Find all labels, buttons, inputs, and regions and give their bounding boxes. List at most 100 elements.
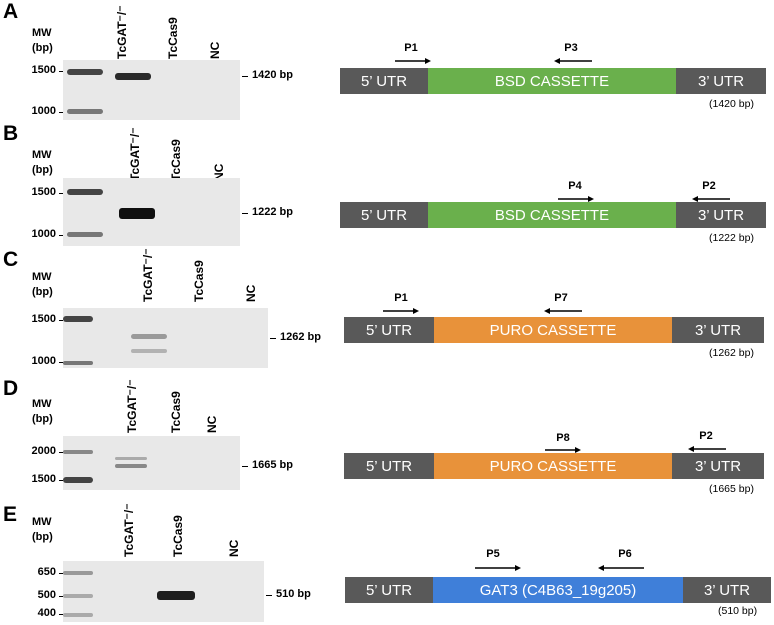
construct-diagram: 5’ UTR PURO CASSETTE 3’ UTR [344, 317, 764, 343]
marker-1000: 1000 [31, 105, 56, 117]
primer-p2-label: P2 [702, 180, 716, 192]
size-dash [242, 466, 248, 467]
panel-label: C [3, 248, 19, 271]
size-dash [270, 338, 276, 339]
panel-e: E MW (bp) 650 500 400 TcGAT⁻/⁻ TcCas9 NC… [0, 503, 774, 625]
reverse-arrow-icon [598, 565, 644, 571]
product-band [115, 457, 147, 460]
marker-tick [59, 573, 63, 574]
panel-c: C MW (bp) 1500 1000 TcGAT⁻/⁻ TcCas9 NC 1… [0, 248, 774, 376]
product-band [131, 334, 167, 339]
marker-1500: 1500 [31, 186, 56, 198]
product-band [131, 349, 167, 353]
utr5-segment: 5’ UTR [340, 202, 428, 228]
product-band [115, 73, 151, 80]
lane-label-tccas9: TcCas9 [169, 139, 183, 181]
product-size: 1262 bp [280, 331, 321, 343]
mw-label: MW (bp) [32, 148, 53, 178]
marker-tick [59, 320, 63, 321]
ladder-band [63, 571, 93, 575]
marker-tick [59, 112, 63, 113]
construct-diagram: 5’ UTR PURO CASSETTE 3’ UTR [344, 453, 764, 479]
mw-line1: MW [32, 398, 52, 410]
marker-2000: 2000 [31, 445, 56, 457]
mw-line2: (bp) [32, 42, 53, 54]
lane-label-nc: NC [227, 539, 241, 557]
gel-image [63, 561, 264, 622]
forward-arrow-icon [545, 447, 581, 453]
ladder-band [67, 232, 103, 237]
utr5-segment: 5’ UTR [340, 68, 428, 94]
forward-arrow-icon [383, 308, 419, 314]
reverse-arrow-icon [544, 308, 582, 314]
utr5-segment: 5’ UTR [344, 317, 434, 343]
forward-arrow-icon [475, 565, 521, 571]
ladder-band [63, 594, 93, 598]
mw-line1: MW [32, 271, 52, 283]
cassette-segment: PURO CASSETTE [434, 317, 672, 343]
marker-tick [59, 614, 63, 615]
product-size: 1222 bp [252, 206, 293, 218]
gene-segment: GAT3 (C4B63_19g205) [433, 577, 683, 603]
amplicon-length: (1262 bp) [709, 347, 754, 359]
construct-diagram: 5’ UTR GAT3 (C4B63_19g205) 3’ UTR [345, 577, 771, 603]
ladder-band [67, 189, 103, 195]
lane-label-tccas9: TcCas9 [169, 391, 183, 433]
ladder-band [67, 69, 103, 75]
amplicon-length: (1665 bp) [709, 483, 754, 495]
mw-label: MW (bp) [32, 26, 53, 56]
lane-label-tcgat: TcGAT⁻/⁻ [125, 379, 139, 433]
primer-p6-label: P6 [618, 548, 632, 560]
reverse-arrow-icon [688, 446, 726, 452]
utr5-segment: 5’ UTR [344, 453, 434, 479]
ladder-band [63, 450, 93, 454]
panel-a: A MW (bp) 1500 1000 TcGAT⁻/⁻ TcCas9 NC 1… [0, 0, 774, 122]
primer-p2-label: P2 [699, 430, 713, 442]
ladder-band [63, 477, 93, 483]
size-dash [266, 595, 272, 596]
product-size: 1665 bp [252, 459, 293, 471]
product-band [119, 208, 155, 219]
mw-line2: (bp) [32, 531, 53, 543]
ladder-band [67, 109, 103, 114]
lane-label-nc: NC [208, 41, 222, 59]
gel-image [63, 308, 268, 368]
marker-1000: 1000 [31, 228, 56, 240]
lane-label-tccas9: TcCas9 [192, 260, 206, 302]
construct-diagram: 5’ UTR BSD CASSETTE 3’ UTR [340, 68, 766, 94]
ladder-band [63, 361, 93, 365]
lane-label-nc: NC [205, 415, 219, 433]
forward-arrow-icon [395, 58, 431, 64]
panel-b: B MW (bp) 1500 1000 TcGAT⁻/⁻ TcCas9 NC 1… [0, 122, 774, 247]
mw-line1: MW [32, 27, 52, 39]
utr3-segment: 3’ UTR [683, 577, 771, 603]
marker-1000: 1000 [31, 355, 56, 367]
size-dash [242, 213, 248, 214]
marker-1500: 1500 [31, 473, 56, 485]
mw-label: MW (bp) [32, 515, 53, 545]
reverse-arrow-icon [692, 196, 730, 202]
cassette-segment: PURO CASSETTE [434, 453, 672, 479]
product-band [115, 464, 147, 468]
amplicon-length: (1420 bp) [709, 98, 754, 110]
utr3-segment: 3’ UTR [676, 202, 766, 228]
marker-tick [59, 362, 63, 363]
panel-d: D MW (bp) 2000 1500 TcGAT⁻/⁻ TcCas9 NC 1… [0, 377, 774, 503]
panel-label: B [3, 122, 19, 145]
product-size: 510 bp [276, 588, 311, 600]
utr5-segment: 5’ UTR [345, 577, 433, 603]
construct-diagram: 5’ UTR BSD CASSETTE 3’ UTR [340, 202, 766, 228]
primer-p4-label: P4 [568, 180, 582, 192]
size-dash [242, 76, 248, 77]
mw-line2: (bp) [32, 413, 53, 425]
ladder-band [63, 613, 93, 617]
panel-label: D [3, 377, 19, 400]
mw-line2: (bp) [32, 286, 53, 298]
lane-label-tcgat: TcGAT⁻/⁻ [115, 5, 129, 59]
gel-image [63, 60, 240, 120]
primer-p5-label: P5 [486, 548, 500, 560]
marker-400: 400 [37, 607, 56, 619]
primer-p8-label: P8 [556, 432, 570, 444]
panel-label: E [3, 503, 18, 526]
utr3-segment: 3’ UTR [672, 317, 764, 343]
